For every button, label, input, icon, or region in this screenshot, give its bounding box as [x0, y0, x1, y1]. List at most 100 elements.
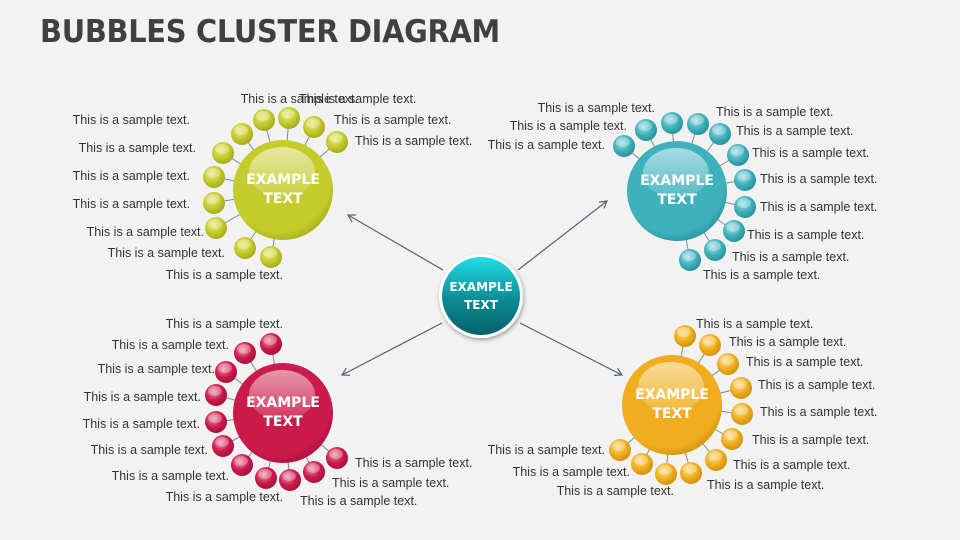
small-bubble[interactable] — [260, 333, 282, 355]
small-bubble[interactable] — [661, 112, 683, 134]
small-bubble[interactable] — [205, 411, 227, 433]
small-bubble[interactable] — [680, 462, 702, 484]
small-bubble[interactable] — [203, 192, 225, 214]
arrow-to-top-right — [517, 200, 608, 271]
small-bubble-circle — [731, 403, 753, 425]
small-bubble-highlight — [329, 449, 343, 459]
sample-text-label: This is a sample text. — [112, 469, 229, 483]
sample-text-label: This is a sample text. — [747, 228, 864, 242]
small-bubble[interactable] — [730, 377, 752, 399]
sample-text-label: This is a sample text. — [488, 138, 605, 152]
small-bubble[interactable] — [303, 116, 325, 138]
sample-text-label: This is a sample text. — [557, 484, 674, 498]
small-bubble-highlight — [282, 471, 296, 481]
small-bubble[interactable] — [303, 461, 325, 483]
small-bubble[interactable] — [709, 123, 731, 145]
arrow-to-bottom-right — [519, 322, 624, 376]
small-bubble[interactable] — [705, 449, 727, 471]
small-bubble-circle — [203, 192, 225, 214]
small-bubble[interactable] — [326, 447, 348, 469]
small-bubble[interactable] — [679, 249, 701, 271]
small-bubble-highlight — [677, 327, 691, 337]
small-bubble[interactable] — [326, 131, 348, 153]
arrow-to-top-left — [346, 214, 444, 271]
small-bubble[interactable] — [731, 403, 753, 425]
small-bubble[interactable] — [215, 361, 237, 383]
small-bubble[interactable] — [655, 463, 677, 485]
small-bubble-circle — [727, 144, 749, 166]
sample-text-label: This is a sample text. — [166, 317, 283, 331]
sample-text-label: This is a sample text. — [332, 476, 449, 490]
small-bubble-circle — [609, 439, 631, 461]
small-bubble[interactable] — [609, 439, 631, 461]
small-bubble-highlight — [206, 194, 220, 204]
small-bubble[interactable] — [205, 217, 227, 239]
center-bubble[interactable]: EXAMPLE TEXT — [439, 254, 523, 338]
small-bubble-highlight — [707, 241, 721, 251]
small-bubble[interactable] — [203, 166, 225, 188]
small-bubble[interactable] — [631, 453, 653, 475]
small-bubble-highlight — [730, 146, 744, 156]
small-bubble[interactable] — [734, 169, 756, 191]
small-bubble-circle — [734, 196, 756, 218]
small-bubble[interactable] — [278, 107, 300, 129]
small-bubble[interactable] — [234, 342, 256, 364]
small-bubble[interactable] — [613, 135, 635, 157]
small-bubble-circle — [212, 435, 234, 457]
sample-text-label: This is a sample text. — [760, 405, 877, 419]
small-bubble[interactable] — [231, 123, 253, 145]
small-bubble[interactable] — [234, 237, 256, 259]
small-bubble-highlight — [634, 455, 648, 465]
small-bubble[interactable] — [723, 220, 745, 242]
small-bubble[interactable] — [231, 454, 253, 476]
sample-text-label: This is a sample text. — [510, 119, 627, 133]
small-bubble[interactable] — [255, 467, 277, 489]
small-bubble-circle — [699, 334, 721, 356]
sample-text-label: This is a sample text. — [703, 268, 820, 282]
small-bubble-circle — [205, 217, 227, 239]
small-bubble-highlight — [215, 437, 229, 447]
small-bubble-highlight — [683, 464, 697, 474]
hub-label-line1: EXAMPLE — [246, 395, 320, 411]
small-bubble-circle — [674, 325, 696, 347]
small-bubble[interactable] — [253, 109, 275, 131]
small-bubble-highlight — [237, 239, 251, 249]
small-bubble[interactable] — [699, 334, 721, 356]
small-bubble-highlight — [237, 344, 251, 354]
small-bubble-circle — [231, 454, 253, 476]
small-bubble[interactable] — [674, 325, 696, 347]
small-bubble[interactable] — [704, 239, 726, 261]
small-bubble[interactable] — [727, 144, 749, 166]
small-bubble-highlight — [206, 168, 220, 178]
small-bubble[interactable] — [260, 246, 282, 268]
small-bubble-circle — [231, 123, 253, 145]
small-bubble[interactable] — [721, 428, 743, 450]
small-bubble[interactable] — [635, 119, 657, 141]
small-bubble-highlight — [664, 114, 678, 124]
small-bubble-circle — [734, 169, 756, 191]
sample-text-label: This is a sample text. — [83, 417, 200, 431]
small-bubble-circle — [704, 239, 726, 261]
small-bubble[interactable] — [734, 196, 756, 218]
center-bubble-circle — [442, 257, 520, 335]
small-bubble[interactable] — [717, 353, 739, 375]
small-bubble[interactable] — [212, 142, 234, 164]
sample-text-label: This is a sample text. — [166, 268, 283, 282]
sample-text-label: This is a sample text. — [696, 317, 813, 331]
small-bubble-highlight — [734, 405, 748, 415]
small-bubble-circle — [303, 116, 325, 138]
small-bubble[interactable] — [279, 469, 301, 491]
sample-text-label: This is a sample text. — [716, 105, 833, 119]
small-bubble[interactable] — [205, 384, 227, 406]
small-bubble[interactable] — [687, 113, 709, 135]
sample-text-label: This is a sample text. — [166, 490, 283, 504]
sample-text-label: This is a sample text. — [760, 172, 877, 186]
small-bubble[interactable] — [212, 435, 234, 457]
